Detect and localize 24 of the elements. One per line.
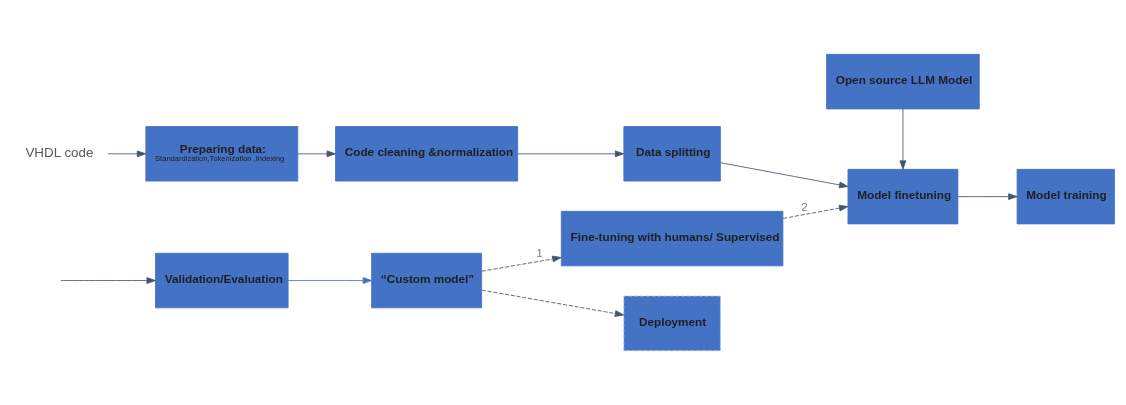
node-box: “Custom model” bbox=[371, 252, 482, 309]
arrow bbox=[481, 289, 625, 317]
node-box: Deployment bbox=[623, 295, 721, 352]
arrow bbox=[782, 204, 849, 219]
arrow bbox=[899, 108, 907, 170]
arrow bbox=[287, 277, 372, 284]
node-box: Code cleaning &normalization bbox=[335, 126, 519, 182]
node-text: VHDL code bbox=[25, 145, 94, 161]
edge-label: 2 bbox=[801, 200, 808, 214]
arrow bbox=[107, 150, 147, 158]
edge-label: 1 bbox=[536, 246, 543, 260]
arrow bbox=[517, 150, 625, 158]
arrow bbox=[720, 162, 849, 189]
node-box: Open source LLM Model bbox=[826, 53, 980, 110]
node-box: Data splitting bbox=[623, 126, 721, 182]
node-box: Validation/Evaluation bbox=[155, 252, 289, 309]
arrow bbox=[297, 150, 336, 158]
arrow bbox=[957, 193, 1018, 200]
arrow bbox=[481, 255, 562, 272]
arrow bbox=[60, 277, 156, 284]
node-box: Preparing data: Standardization,Tokenization ,Indexing bbox=[145, 126, 299, 182]
node-box: Model finetuning bbox=[847, 168, 959, 225]
node-box: Fine-tuning with humans/ Supervised bbox=[560, 210, 784, 267]
node-box: Model training bbox=[1016, 168, 1115, 225]
